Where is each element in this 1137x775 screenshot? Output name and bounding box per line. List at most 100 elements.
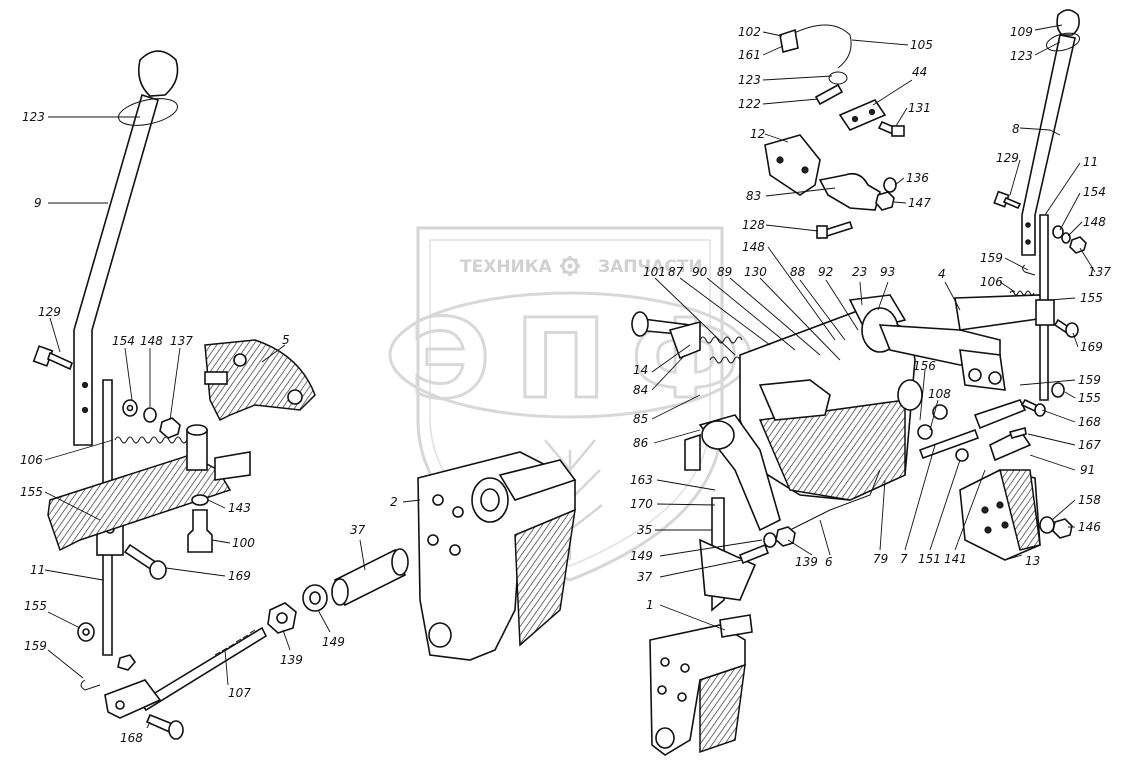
bracket-5	[204, 339, 316, 422]
rod-6	[789, 469, 881, 531]
callout-label: 128	[742, 218, 765, 232]
callout-label: 151	[918, 552, 941, 566]
lever-knob	[137, 50, 179, 97]
bracket-12	[764, 134, 821, 196]
washer-158	[1039, 516, 1055, 534]
arm-79	[758, 379, 831, 421]
callout-label: 163	[630, 473, 653, 487]
washer-136	[883, 177, 897, 193]
rod-7	[918, 428, 980, 460]
spring-106-right	[1009, 290, 1035, 296]
callout-label: 8	[1012, 122, 1020, 136]
callout-label: 161	[738, 48, 761, 62]
callout-label: 137	[170, 334, 193, 348]
callout-label: 131	[908, 101, 931, 115]
callout-label: 123	[22, 110, 45, 124]
washer-149-right	[763, 532, 777, 548]
leader-lines	[44, 24, 1096, 729]
bolt-167	[1008, 427, 1027, 439]
callout-label: 149	[322, 635, 345, 649]
callout-label: 86	[633, 436, 649, 450]
callout-label: 11	[30, 563, 45, 577]
callout-label: 44	[912, 65, 927, 79]
pin-169-left	[123, 543, 167, 580]
callout-label: 122	[738, 97, 761, 111]
washer-148-right	[1061, 232, 1071, 244]
callout-label: 155	[24, 599, 47, 613]
callout-label: 5	[282, 333, 290, 347]
callout-label: 88	[790, 265, 806, 279]
nut-146	[1052, 518, 1073, 539]
bolt-128	[816, 220, 854, 239]
callout-label: 159	[1078, 373, 1101, 387]
callout-label: 154	[1083, 185, 1106, 199]
callout-label: 105	[910, 38, 933, 52]
watermark-right-word: ЗАПЧАСТИ	[598, 257, 703, 277]
watermark-left-word: ТЕХНИКА	[460, 257, 553, 277]
callout-label: 155	[20, 485, 43, 499]
callout-label: 168	[1078, 415, 1101, 429]
lever-8	[1021, 34, 1076, 256]
bushing	[186, 429, 208, 471]
callout-label: 123	[1010, 49, 1033, 63]
callout-label: 169	[228, 569, 251, 583]
cotter-pin-159-left	[80, 679, 101, 691]
fitting-100	[187, 509, 213, 553]
callout-label: 108	[928, 387, 951, 401]
callout-label: 159	[24, 639, 47, 653]
ring-123-left	[118, 98, 178, 126]
callout-label: 101	[643, 265, 666, 279]
callout-label: 7	[900, 552, 908, 566]
left-assembly	[32, 50, 409, 740]
nut-139-right	[775, 526, 796, 547]
callout-label: 139	[280, 653, 303, 667]
callout-label: 137	[1088, 265, 1111, 279]
lever-9	[73, 93, 159, 446]
clevis	[104, 679, 162, 719]
callout-label: 1	[646, 598, 654, 612]
callout-label: 143	[228, 501, 251, 515]
callout-label: 123	[738, 73, 761, 87]
callout-label: 136	[906, 171, 929, 185]
callout-label: 100	[232, 536, 255, 550]
nut-137	[159, 417, 181, 439]
callout-label: 102	[738, 25, 761, 39]
callout-label: 12	[750, 127, 765, 141]
callout-label: 87	[668, 265, 684, 279]
watermark: ТЕХНИКА ЗАПЧАСТИ ЭПФ	[388, 226, 752, 582]
bolt-129-left	[32, 345, 73, 371]
plate-44	[838, 99, 887, 131]
callout-label: 169	[1080, 340, 1103, 354]
nut-137-right	[1069, 236, 1087, 254]
callout-label: 14	[633, 363, 648, 377]
watermark-logo-letters: ЭПФ	[410, 295, 740, 423]
callout-label: 149	[630, 549, 653, 563]
callout-labels: 123 9 129 154 148 137 5 106 155 143 100 …	[20, 25, 1111, 745]
clip-102	[779, 28, 799, 53]
ring-123-top	[828, 71, 848, 85]
bolt-131	[877, 120, 905, 137]
callout-label: 170	[630, 497, 653, 511]
callout-label: 90	[692, 265, 708, 279]
callout-label: 155	[1078, 391, 1101, 405]
callout-label: 148	[1083, 215, 1106, 229]
callout-label: 35	[637, 523, 652, 537]
spring-106	[114, 436, 194, 444]
callout-label: 83	[746, 189, 761, 203]
clamp-83	[818, 172, 881, 211]
callout-label: 147	[908, 196, 931, 210]
pin-168	[145, 713, 184, 740]
callout-label: 155	[1080, 291, 1103, 305]
callout-label: 168	[120, 731, 143, 745]
pin-122	[814, 83, 844, 106]
right-top-parts	[764, 9, 1087, 561]
cable-105	[789, 24, 852, 69]
callout-label: 9	[34, 196, 42, 210]
washer-143	[191, 494, 209, 506]
callout-label: 106	[980, 275, 1003, 289]
callout-label: 4	[938, 267, 946, 281]
callout-label: 130	[744, 265, 767, 279]
callout-label: 89	[717, 265, 732, 279]
callout-label: 167	[1078, 438, 1101, 452]
